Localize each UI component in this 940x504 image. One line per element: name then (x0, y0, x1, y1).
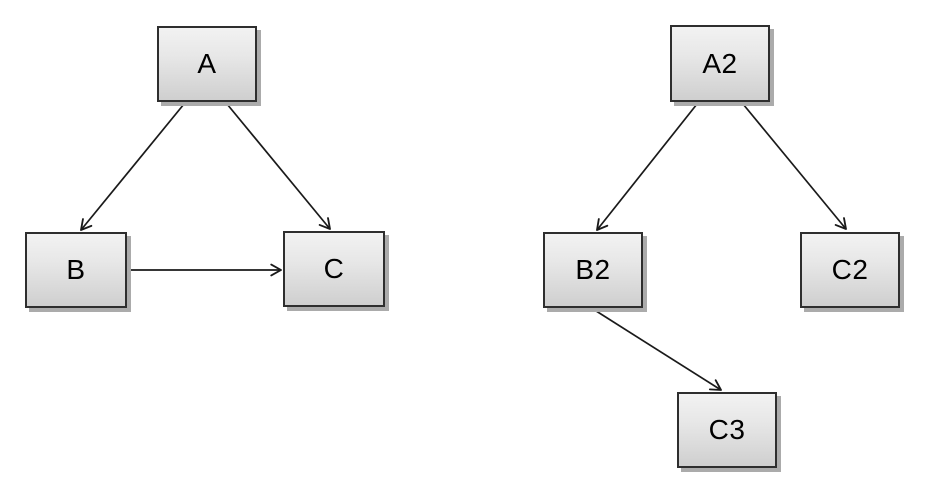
node-c2-label: C2 (831, 254, 869, 285)
node-c-label: C (323, 253, 345, 284)
edge-a-to-b (80, 103, 185, 231)
edge-a2-to-c2 (742, 103, 847, 230)
edge-b2-to-c3 (592, 308, 722, 391)
node-a-label: A (197, 48, 217, 79)
node-c3: C3 (677, 392, 777, 468)
node-b2: B2 (543, 232, 643, 308)
node-b2-label: B2 (575, 254, 611, 285)
node-a: A (157, 26, 257, 102)
node-a2: A2 (670, 25, 770, 102)
node-c2: C2 (800, 232, 900, 308)
edge-a-to-c (226, 103, 331, 230)
node-b: B (25, 232, 127, 308)
node-b-label: B (66, 254, 86, 285)
node-a2-label: A2 (702, 47, 738, 79)
node-c3-label: C3 (708, 414, 746, 445)
node-c: C (283, 231, 385, 307)
edge-a2-to-b2 (596, 103, 698, 231)
